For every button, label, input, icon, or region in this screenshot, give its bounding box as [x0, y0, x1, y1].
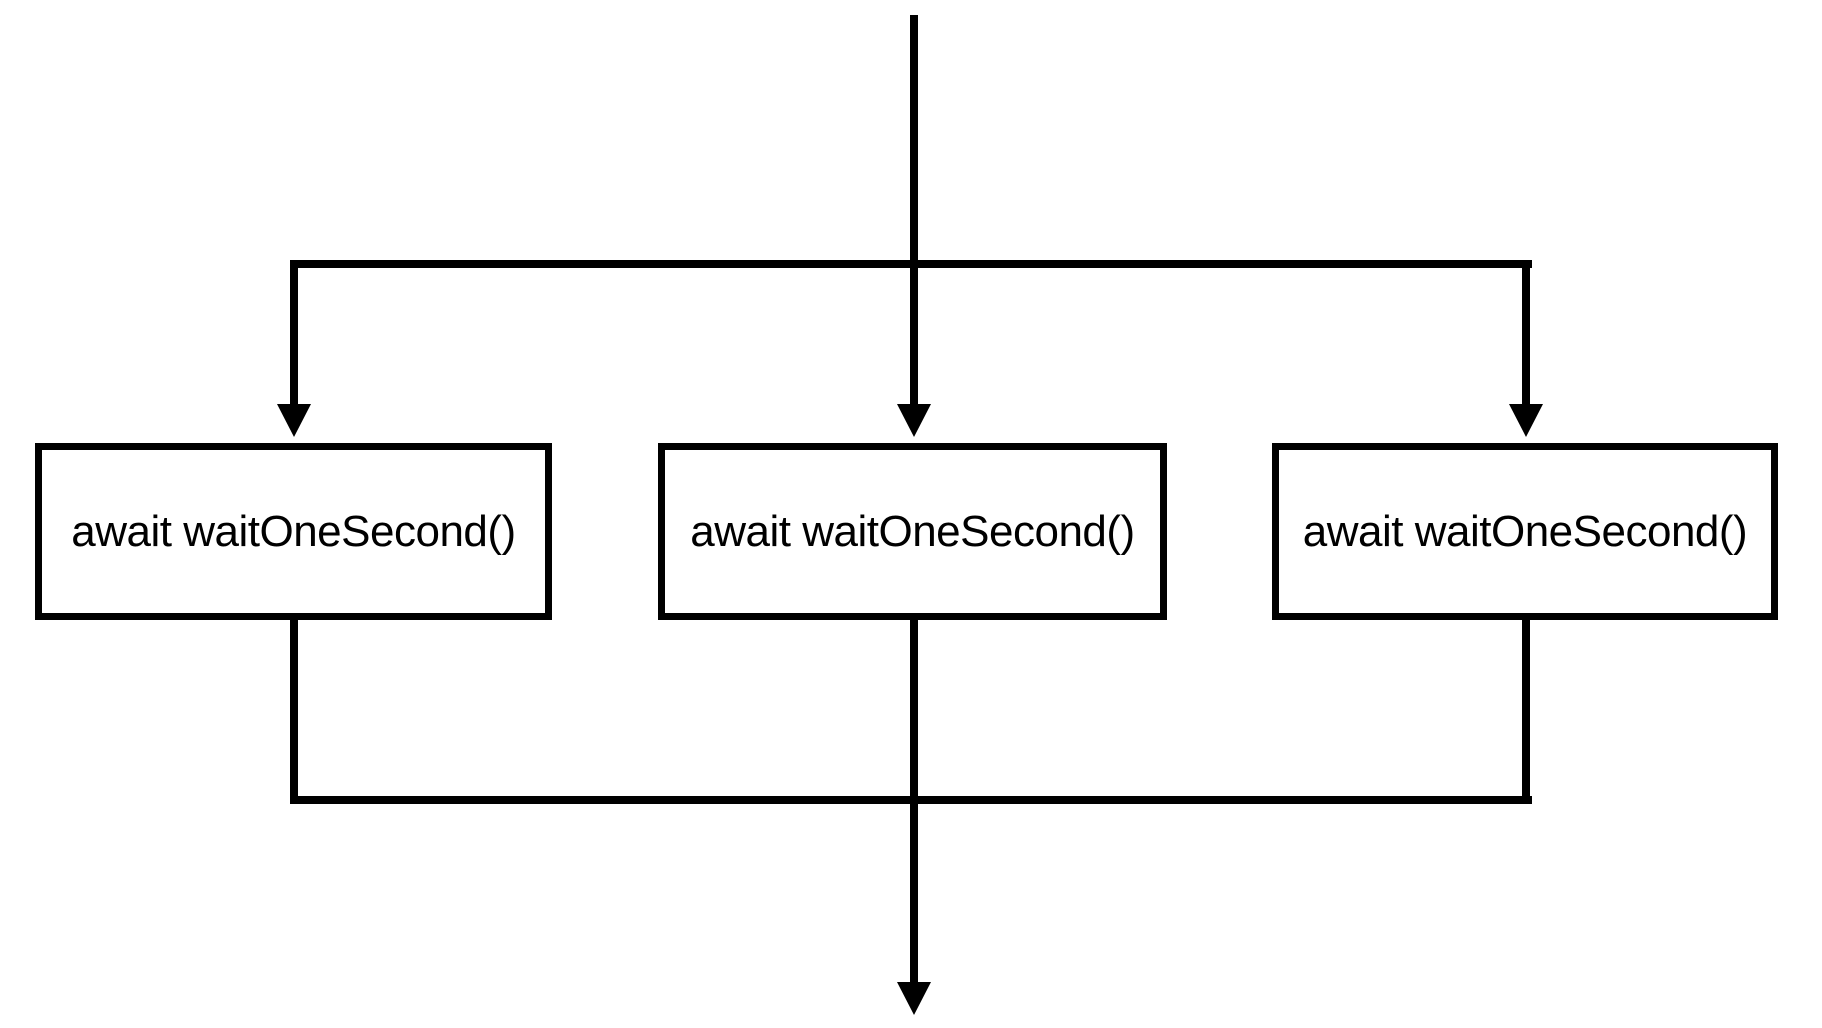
branch-line-left — [290, 260, 298, 406]
exit-flow-line — [910, 618, 918, 983]
branch-arrowhead-right-icon — [1509, 404, 1543, 437]
entry-flow-line — [910, 15, 918, 405]
task-box-center: await waitOneSecond() — [658, 443, 1167, 620]
task-box-right: await waitOneSecond() — [1272, 443, 1778, 620]
task-box-left: await waitOneSecond() — [35, 443, 552, 620]
branch-line-right — [1522, 260, 1530, 406]
join-line-left — [290, 618, 298, 804]
exit-arrowhead-icon — [897, 982, 931, 1015]
fork-bar-line — [290, 260, 1532, 268]
task-label-left: await waitOneSecond() — [71, 506, 516, 556]
entry-arrowhead-icon — [897, 404, 931, 437]
task-label-right: await waitOneSecond() — [1302, 506, 1748, 556]
branch-arrowhead-left-icon — [277, 404, 311, 437]
join-line-right — [1522, 618, 1530, 804]
task-label-center: await waitOneSecond() — [690, 506, 1135, 556]
